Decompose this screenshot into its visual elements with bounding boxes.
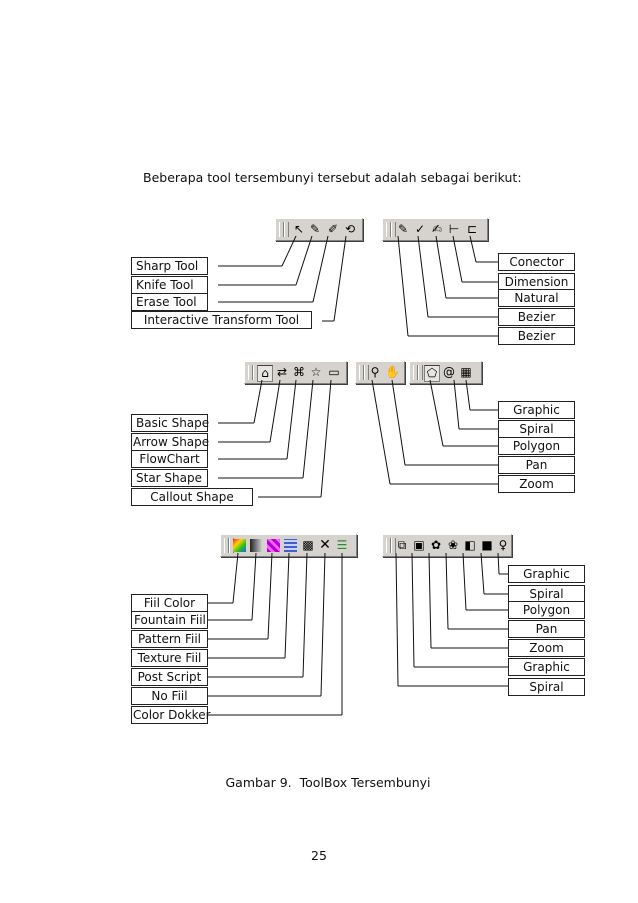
label-callout-shape: Callout Shape xyxy=(131,488,253,506)
polygon-icon[interactable]: ⬠ xyxy=(424,365,440,382)
toolbar-grip[interactable] xyxy=(224,538,229,553)
pan-hand-icon[interactable]: ✋ xyxy=(385,365,400,379)
intro-text: Beberapa tool tersembunyi tersebut adala… xyxy=(143,170,522,185)
label-no-fiil: No Fiil xyxy=(131,687,208,705)
blend-icon[interactable]: ⧉ xyxy=(397,538,407,552)
basic-shape-icon[interactable]: ⌂ xyxy=(257,365,273,382)
callout-shape-icon[interactable]: ▭ xyxy=(328,365,340,379)
transparency-icon[interactable]: ♀ xyxy=(498,538,508,552)
label-basic-shape: Basic Shape xyxy=(131,414,209,432)
extrude-icon[interactable]: ◧ xyxy=(464,538,476,552)
label-natural: Natural xyxy=(498,289,575,307)
toolbar-grip[interactable] xyxy=(386,538,391,553)
shape-tools-flyout: ⌂ ⇄ ⌘ ☆ ▭ xyxy=(244,361,347,384)
fountain-fill-icon[interactable] xyxy=(250,539,263,552)
label-graphic: Graphic xyxy=(498,401,575,419)
label-zoom-3: Zoom xyxy=(508,639,585,657)
contour-icon[interactable]: ▣ xyxy=(413,538,425,552)
toolbar-grip[interactable] xyxy=(386,222,391,237)
label-polygon-3: Polygon xyxy=(508,601,585,619)
natural-pen-icon[interactable]: ✍ xyxy=(431,222,443,236)
postscript-fill-icon[interactable]: ▩ xyxy=(302,538,314,552)
distort-icon[interactable]: ✿ xyxy=(430,538,442,552)
figure-caption: Gambar 9. ToolBox Tersembunyi xyxy=(0,775,638,790)
toolbar-grip[interactable] xyxy=(413,365,418,380)
spiral-icon[interactable]: @ xyxy=(443,365,455,379)
toolbar-grip-2 xyxy=(364,365,369,380)
flowchart-icon[interactable]: ⌘ xyxy=(293,365,305,379)
arrow-shape-icon[interactable]: ⇄ xyxy=(276,365,288,379)
connector-tool-icon[interactable]: ⊏ xyxy=(466,222,478,236)
label-conector: Conector xyxy=(498,253,575,271)
eraser-tool-icon[interactable]: ✐ xyxy=(327,222,339,236)
graph-paper-icon[interactable]: ▦ xyxy=(460,365,472,379)
toolbar-grip-2 xyxy=(418,365,423,380)
label-texture-fiil: Texture Fiil xyxy=(131,649,208,667)
label-pattern-fiil: Pattern Fiil xyxy=(131,630,208,648)
no-fill-icon[interactable]: ✕ xyxy=(319,537,331,553)
object-tools-flyout: ⬠ @ ▦ xyxy=(409,361,482,384)
texture-fill-icon[interactable] xyxy=(284,539,297,552)
label-graphic-3a: Graphic xyxy=(508,565,585,583)
label-fountain-fiil: Fountain Fiil xyxy=(131,611,208,629)
caption-label: Gambar 9. xyxy=(225,775,292,790)
label-pan-3: Pan xyxy=(508,620,585,638)
toolbar-grip-2 xyxy=(391,222,396,237)
label-spiral-3a: Spiral xyxy=(508,585,585,603)
label-sharp-tool: Sharp Tool xyxy=(131,257,208,275)
envelope-icon[interactable]: ❀ xyxy=(447,538,459,552)
shadow-icon[interactable]: ■ xyxy=(481,538,493,552)
freehand-pen-icon[interactable]: ✎ xyxy=(397,222,409,236)
toolbar-grip[interactable] xyxy=(359,365,364,380)
fill-tools-flyout: ▩ ✕ ☰ xyxy=(220,534,357,557)
pattern-fill-icon[interactable] xyxy=(267,539,280,552)
fill-color-icon[interactable] xyxy=(233,539,246,552)
label-polygon: Polygon xyxy=(498,437,575,455)
label-graphic-3b: Graphic xyxy=(508,658,585,676)
color-docker-icon[interactable]: ☰ xyxy=(336,538,348,552)
toolbar-grip-2 xyxy=(391,538,396,553)
page-number: 25 xyxy=(311,848,327,863)
label-flowchart: FlowChart xyxy=(131,450,208,468)
effects-tools-flyout: ⧉ ▣ ✿ ❀ ◧ ■ ♀ xyxy=(382,534,512,557)
label-interactive-transform-tool: Interactive Transform Tool xyxy=(131,311,312,329)
transform-tool-icon[interactable]: ⟲ xyxy=(344,222,356,236)
toolbar-grip[interactable] xyxy=(248,365,253,380)
curve-tools-flyout: ✎ ✓ ✍ ⊢ ⊏ xyxy=(382,218,488,241)
star-shape-icon[interactable]: ☆ xyxy=(310,365,322,379)
knife-tool-icon[interactable]: ✎ xyxy=(309,222,321,236)
shape-tool-icon[interactable]: ↖ xyxy=(293,222,305,236)
bezier-pen-icon[interactable]: ✓ xyxy=(414,222,426,236)
caption-title: ToolBox Tersembunyi xyxy=(299,775,431,790)
label-erase-tool: Erase Tool xyxy=(131,293,208,311)
label-bezier: Bezier xyxy=(498,308,575,326)
label-dimension: Dimension xyxy=(498,273,575,291)
label-post-script: Post Script xyxy=(131,668,208,686)
toolbar-grip-2 xyxy=(284,222,289,237)
label-spiral-3b: Spiral xyxy=(508,678,585,696)
label-pan: Pan xyxy=(498,456,575,474)
zoom-icon[interactable]: ⚲ xyxy=(370,365,380,379)
toolbar-grip[interactable] xyxy=(279,222,284,237)
edit-tools-flyout: ↖ ✎ ✐ ⟲ xyxy=(275,218,363,241)
dimension-tool-icon[interactable]: ⊢ xyxy=(448,222,460,236)
label-bezier-2: Bezier xyxy=(498,327,575,345)
label-star-shape: Star Shape xyxy=(131,469,208,487)
label-color-dokker: Color Dokker xyxy=(131,706,211,724)
label-zoom: Zoom xyxy=(498,475,575,493)
zoom-tools-flyout: ⚲ ✋ xyxy=(355,361,405,384)
